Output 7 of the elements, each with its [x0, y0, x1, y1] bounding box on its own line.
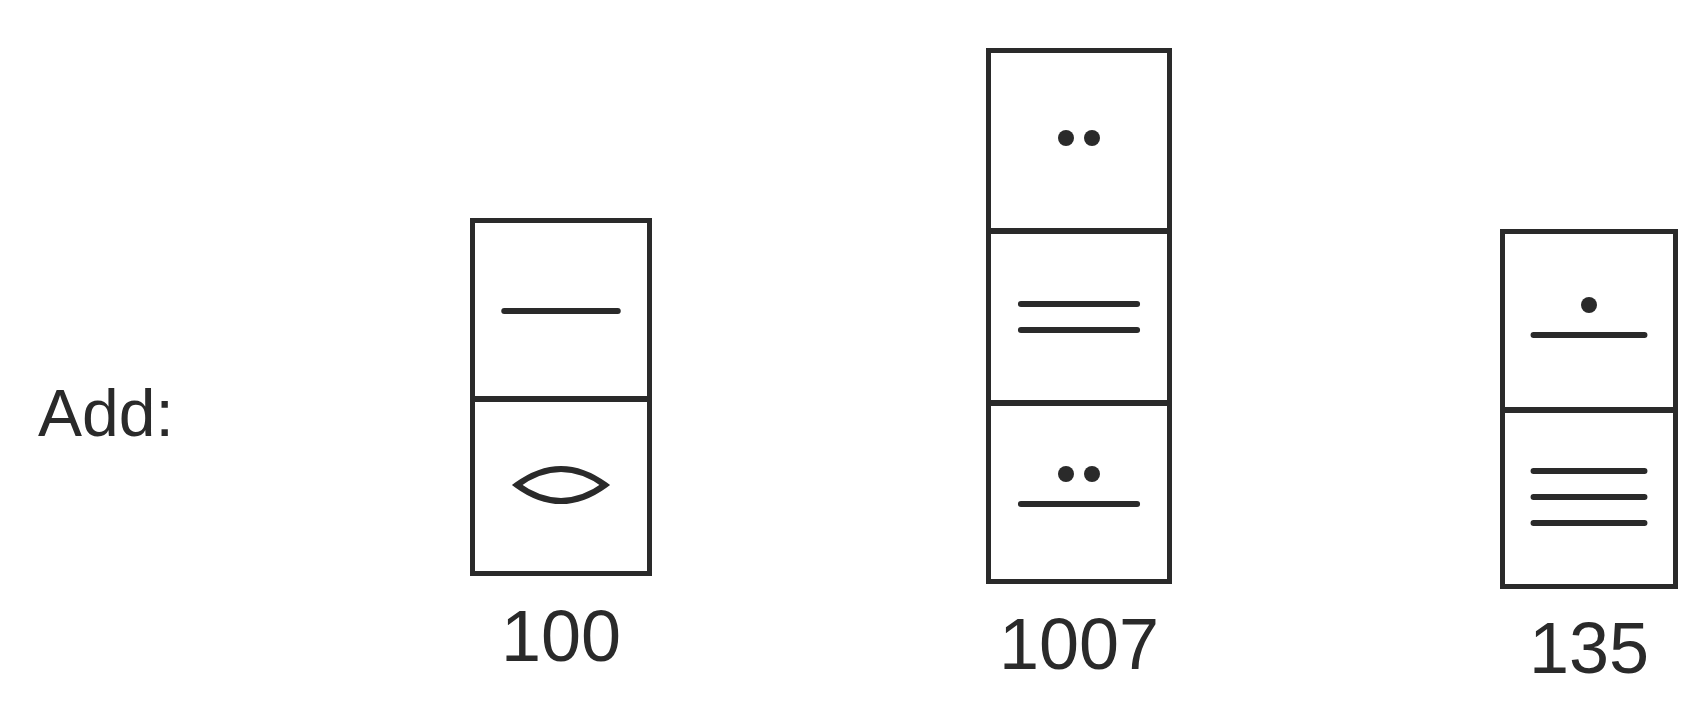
numeral-box	[986, 48, 1172, 584]
numeral-box	[470, 218, 652, 576]
numeral-box	[1500, 229, 1678, 589]
number-label: 100	[500, 600, 622, 672]
number-label: 135	[1528, 612, 1650, 684]
number-label: 1007	[998, 608, 1160, 680]
add-label: Add:	[38, 380, 174, 446]
